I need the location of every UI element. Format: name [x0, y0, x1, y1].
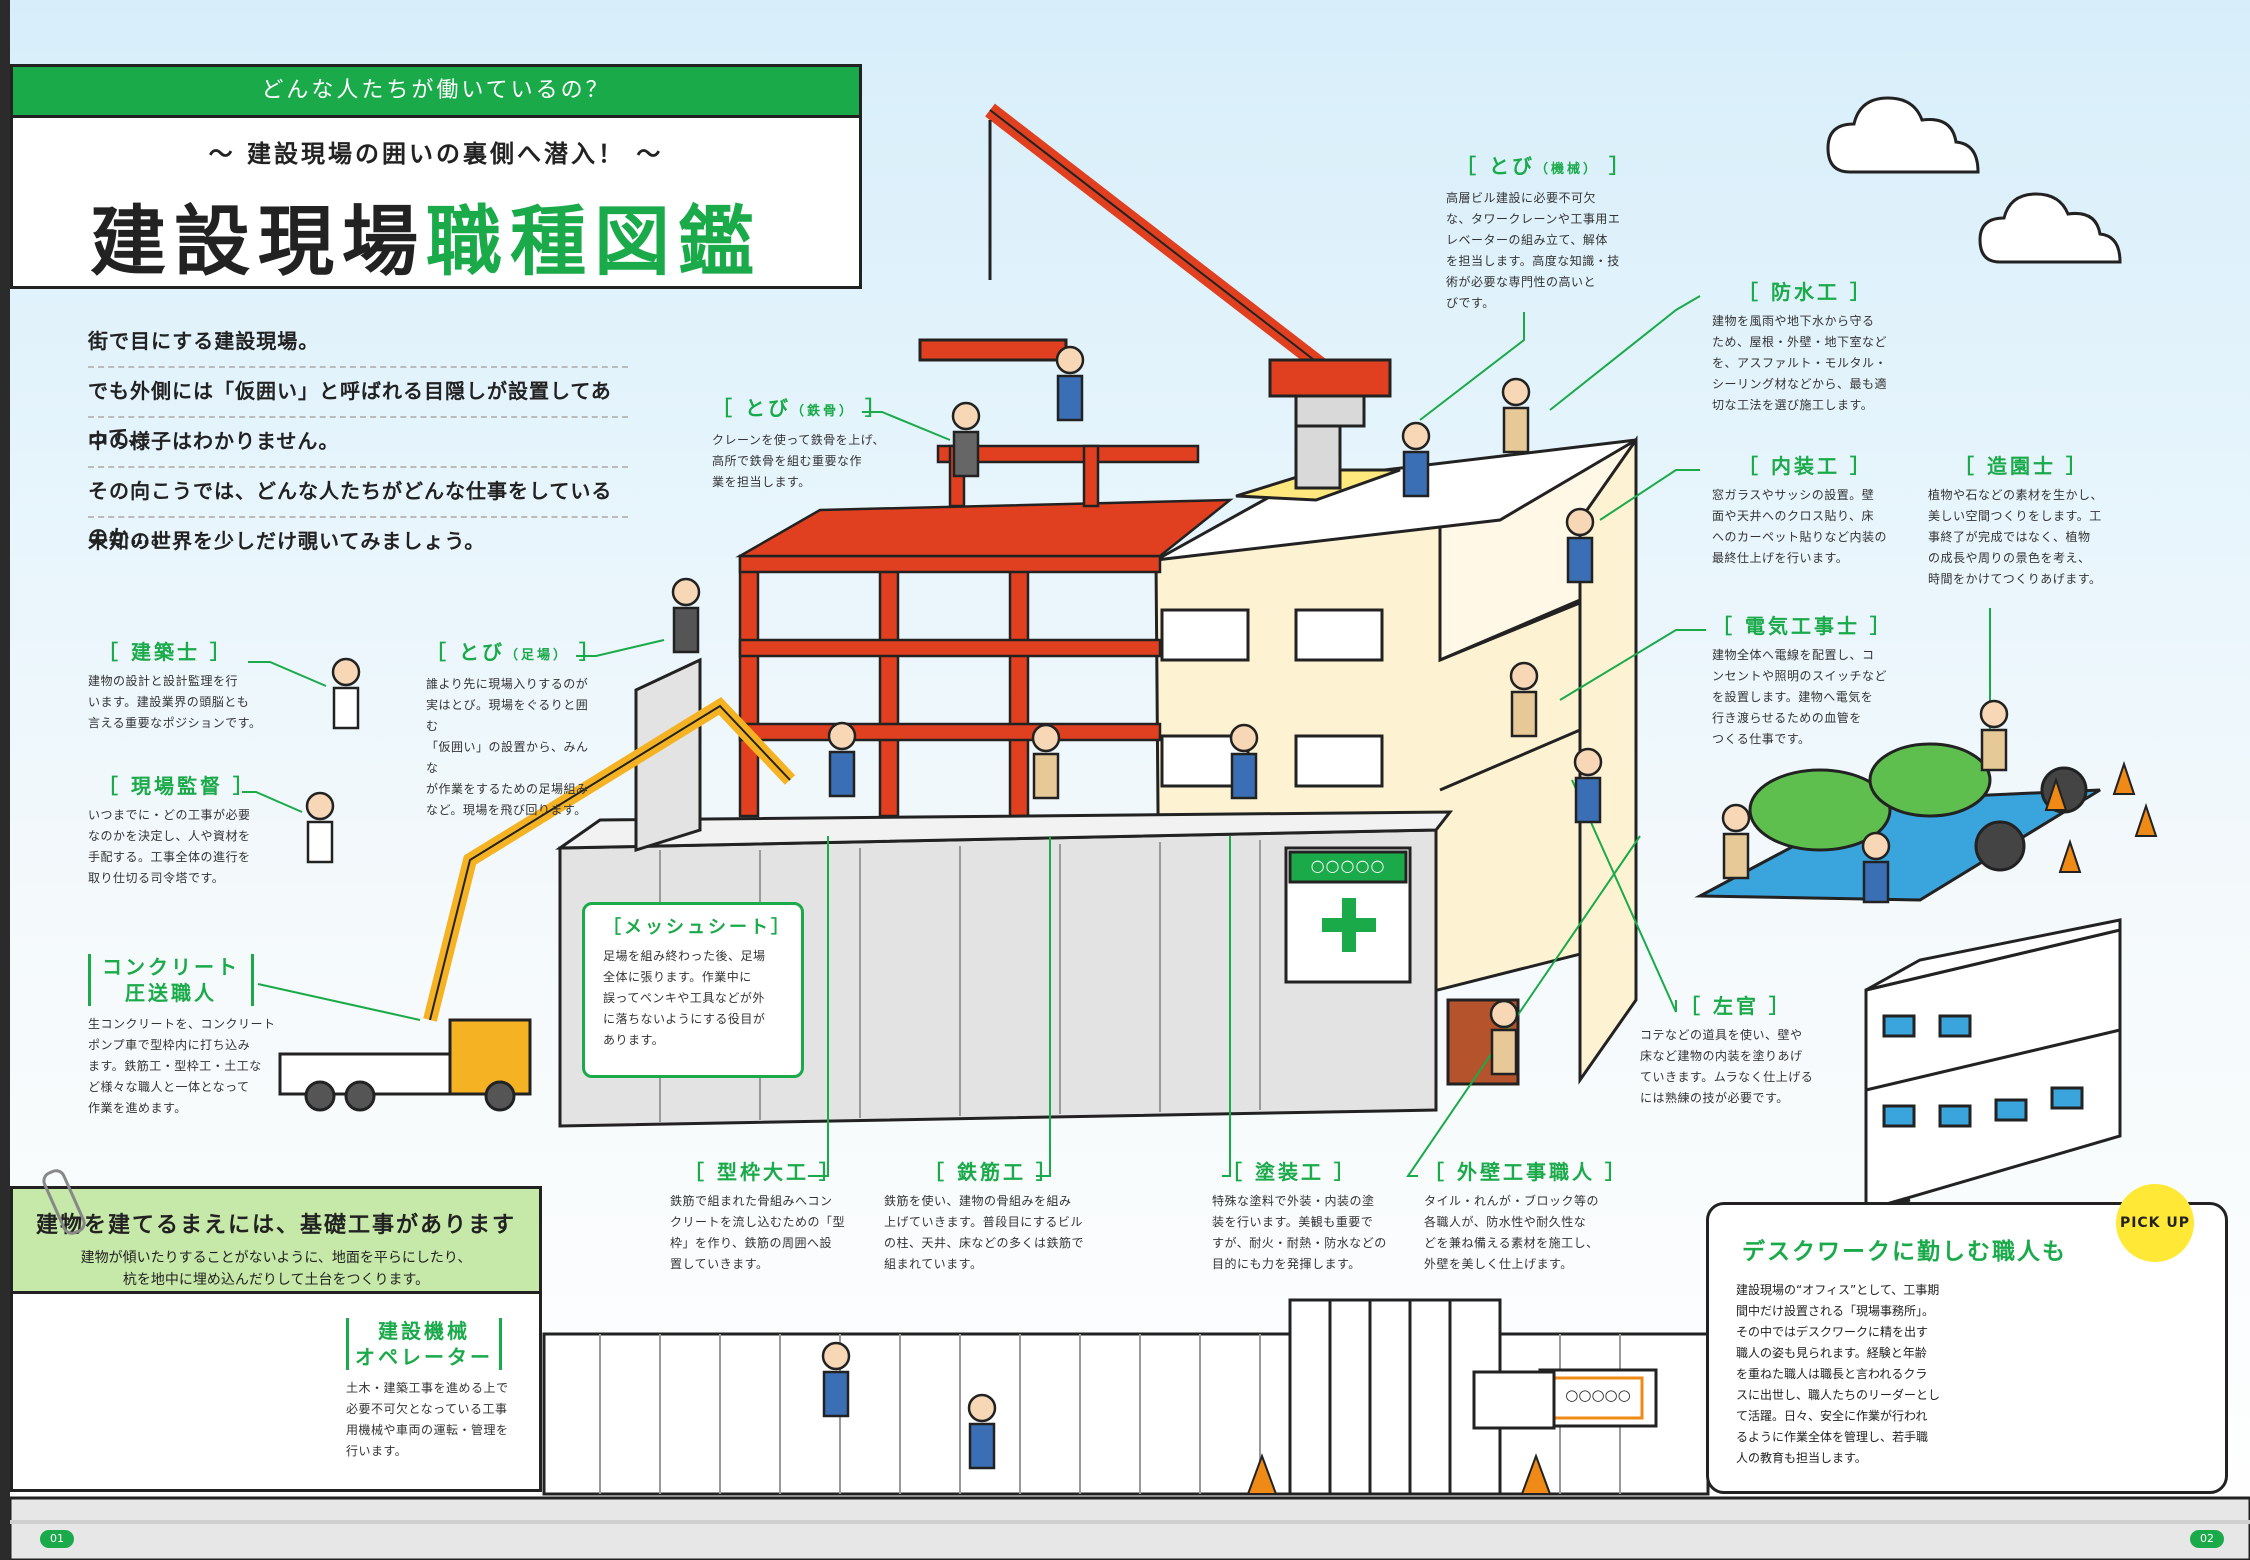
role-genba: ［ 現場監督 ］ いつまでに・どの工事が必要 なのかを決定し、人や資材を 手配す…: [88, 776, 268, 889]
role-title-end: ］: [568, 640, 602, 664]
role-mesh: ［メッシュシート］ 足場を組み終わった後、足場 全体に張ります。作業中に 誤って…: [582, 902, 804, 1078]
role-desc: 生コンクリートを、コンクリート ポンプ車で型枠内に打ち込み ます。鉄筋工・型枠工…: [88, 1017, 276, 1115]
intro-line: その向こうでは、どんな人たちがどんな仕事をしているのか…。: [88, 468, 628, 549]
page-number-left: 01: [40, 1530, 74, 1548]
role-title: ［ 建築士 ］: [98, 640, 233, 664]
role-kikai-op: 建設機械 オペレーター 土木・建築工事を進める上で 必要不可欠となっている工事 …: [346, 1318, 532, 1462]
binding-spine: [0, 0, 10, 1560]
tower-crane: [918, 103, 1392, 428]
role-desc: クレーンを使って鉄骨を上げ、 高所で鉄骨を組む重要な作 業を担当します。: [712, 433, 885, 489]
role-desc: 建物の設計と設計監理を行 います。建設業界の頭脳とも 言える重要なポジションです…: [88, 674, 262, 730]
cloud-icon: [1978, 192, 2122, 264]
intro-text: 街で目にする建設現場。 でも外側には「仮囲い」と呼ばれる目隠しが設置してあって、…: [88, 318, 628, 566]
garden: [1694, 742, 2101, 902]
role-desc: 特殊な塗料で外装・内装の塗 装を行います。美観も重要で すが、耐火・耐熱・防水な…: [1212, 1194, 1387, 1271]
title-subtitle: 〜 建設現場の囲いの裏側へ潜入！ 〜: [208, 140, 664, 168]
role-tobi-tekkotsu: ［ とび（鉄骨） ］ クレーンを使って鉄骨を上げ、 高所で鉄骨を組む重要な作 業…: [712, 398, 902, 493]
role-title-end: ］: [854, 396, 888, 420]
cloud-icon: [1826, 96, 1980, 174]
role-denki: ［ 電気工事士 ］ 建物全体へ電線を配置し、コ ンセントや照明のスイッチなど を…: [1712, 616, 1912, 750]
foundation-desc: 建物が傾いたりすることがないように、地面を平らにしたり、 杭を地中に埋め込んだり…: [80, 1250, 472, 1288]
role-katawaku: ［ 型枠大工 ］ 鉄筋で組まれた骨組みへコン クリートを流し込むための「型 枠」…: [670, 1162, 850, 1275]
deskwork-desc: 建設現場の“オフィス”として、工事期 間中だけ設置される「現場事務所」。 その中…: [1736, 1283, 1941, 1465]
role-title-line: 圧送職人: [125, 981, 217, 1005]
role-title: ［ 外壁工事職人 ］: [1424, 1160, 1628, 1184]
intro-line: 中の様子はわかりません。: [88, 418, 628, 468]
role-desc: 土木・建築工事を進める上で 必要不可欠となっている工事 用機械や車両の運転・管理…: [346, 1381, 509, 1458]
title-black: 建設現場: [90, 197, 426, 286]
foundation-title: 建物を建てるまえには、基礎工事があります: [35, 1213, 516, 1238]
role-title-small: （機械）: [1534, 162, 1599, 177]
role-desc: コテなどの道具を使い、壁や 床など建物の内装を塗りあげ ていきます。ムラなく仕上…: [1640, 1028, 1814, 1105]
role-title-end: ］: [1598, 154, 1632, 178]
role-title: ［ 左官 ］: [1680, 994, 1792, 1018]
role-concrete: コンクリート 圧送職人 生コンクリートを、コンクリート ポンプ車で型枠内に打ち込…: [88, 954, 278, 1119]
role-title: ［ 現場監督 ］: [98, 774, 256, 798]
role-title: ［ 電気工事士 ］: [1712, 614, 1893, 638]
role-title-line: オペレーター: [355, 1345, 493, 1369]
role-tobi-kikai: ［ とび（機械） ］ 高層ビル建設に必要不可欠 な、タワークレーンや工事用エ レ…: [1446, 154, 1629, 314]
role-desc: 鉄筋で組まれた骨組みへコン クリートを流し込むための「型 枠」を作り、鉄筋の周囲…: [670, 1194, 846, 1271]
title-green: 職種図鑑: [426, 197, 762, 286]
page-number-right: 02: [2190, 1530, 2224, 1548]
role-title-line: 建設機械: [378, 1319, 470, 1343]
page-title: 建設現場職種図鑑: [90, 180, 762, 290]
role-title-small: （足場）: [504, 648, 569, 663]
hoarding-sign: ○○○○○: [1310, 856, 1386, 875]
role-desc: 誰より先に現場入りするのが 実はとび。現場をぐるりと囲む 「仮囲い」の設置から、…: [426, 677, 589, 817]
intro-line: 未知の世界を少しだけ覗いてみましょう。: [88, 529, 486, 553]
role-title-main: ［ とび: [1456, 154, 1535, 178]
role-desc: いつまでに・どの工事が必要 なのかを決定し、人や資材を 手配する。工事全体の進行…: [88, 808, 251, 885]
gate: [1288, 1298, 1502, 1496]
role-desc: 高層ビル建設に必要不可欠 な、タワークレーンや工事用エ レベーターの組み立て、解…: [1446, 191, 1621, 310]
role-desc: タイル・れんが・ブロック等の 各職人が、防水性や耐久性な どを兼ね備える素材を施…: [1424, 1194, 1600, 1271]
role-title: ［メッシュシート］: [603, 917, 792, 938]
role-toso: ［ 塗装工 ］ 特殊な塗料で外装・内装の塗 装を行います。美観も重要で すが、耐…: [1212, 1162, 1402, 1275]
role-title-main: ［ とび: [426, 640, 505, 664]
role-tekkin: ［ 鉄筋工 ］ 鉄筋を使い、建物の骨組みを組み 上げていきます。普段目にするビル…: [884, 1162, 1104, 1275]
role-desc: 鉄筋を使い、建物の骨組みを組み 上げていきます。普段目にするビル の柱、天井、床…: [884, 1194, 1085, 1271]
gate-sign: ○○○○○: [1565, 1386, 1631, 1404]
intro-line: 街で目にする建設現場。: [88, 318, 628, 368]
traffic-cone-icon: [1246, 760, 2158, 1495]
role-kenchikushi: ［ 建築士 ］ 建物の設計と設計監理を行 います。建設業界の頭脳とも 言える重要…: [88, 642, 268, 734]
role-title: ［ とび（機械） ］: [1446, 154, 1629, 180]
role-zoen: ［ 造園士 ］ 植物や石などの素材を生かし、 美しい空間つくりをします。工 事終…: [1928, 456, 2118, 590]
title-question: どんな人たちが働いているの？: [10, 64, 862, 118]
role-title: ［ 内装工 ］: [1738, 454, 1873, 478]
role-title-line: コンクリート: [102, 955, 240, 979]
role-title: 建設機械 オペレーター: [346, 1318, 502, 1370]
role-title: ［ とび（足場） ］: [426, 640, 599, 666]
role-title-small: （鉄骨）: [790, 404, 855, 419]
role-title: ［ 型枠大工 ］: [684, 1160, 842, 1184]
role-title: コンクリート 圧送職人: [88, 954, 254, 1006]
role-title-main: ［ とび: [712, 396, 791, 420]
deskwork-title: デスクワークに勤しむ職人も: [1742, 1239, 2067, 1265]
role-naiso: ［ 内装工 ］ 窓ガラスやサッシの設置。壁 面や天井へのクロス貼り、床 へのカー…: [1712, 456, 1902, 569]
role-title: ［ 塗装工 ］: [1222, 1160, 1357, 1184]
role-desc: 窓ガラスやサッシの設置。壁 面や天井へのクロス貼り、床 へのカーペット貼りなど内…: [1712, 488, 1888, 565]
role-desc: 建物を風雨や地下水から守る ため、屋根・外壁・地下室など を、アスファルト・モル…: [1712, 314, 1888, 412]
intro-line: でも外側には「仮囲い」と呼ばれる目隠しが設置してあって、: [88, 368, 628, 449]
role-desc: 足場を組み終わった後、足場 全体に張ります。作業中に 誤ってペンキや工具などが外…: [603, 949, 766, 1047]
role-title: ［ 鉄筋工 ］: [924, 1160, 1059, 1184]
role-tobi-ashiba: ［ とび（足場） ］ 誰より先に現場入りするのが 実はとび。現場をぐるりと囲む …: [426, 640, 599, 821]
role-sakan: ［ 左官 ］ コテなどの道具を使い、壁や 床など建物の内装を塗りあげ ていきます…: [1640, 996, 1830, 1109]
role-title: ［ 防水工 ］: [1738, 280, 1873, 304]
pump-truck: [278, 697, 796, 1112]
role-desc: 建物全体へ電線を配置し、コ ンセントや照明のスイッチなど を設置します。建物へ電…: [1712, 648, 1888, 746]
foundation-header: 建物を建てるまえには、基礎工事があります 建物が傾いたりすることがないように、地…: [10, 1186, 542, 1294]
site-office: [1864, 918, 2122, 1212]
role-title: ［ 造園士 ］: [1954, 454, 2089, 478]
role-title: ［ とび（鉄骨） ］: [712, 398, 902, 422]
role-desc: 植物や石などの素材を生かし、 美しい空間つくりをします。工 事終了が完成ではなく…: [1928, 488, 2104, 586]
pickup-badge: PICK UP: [2116, 1184, 2194, 1262]
role-gaiheki: ［ 外壁工事職人 ］ タイル・れんが・ブロック等の 各職人が、防水性や耐久性な …: [1424, 1160, 1628, 1275]
role-bosui: ［ 防水工 ］ 建物を風雨や地下水から守る ため、屋根・外壁・地下室など を、ア…: [1712, 282, 1902, 416]
